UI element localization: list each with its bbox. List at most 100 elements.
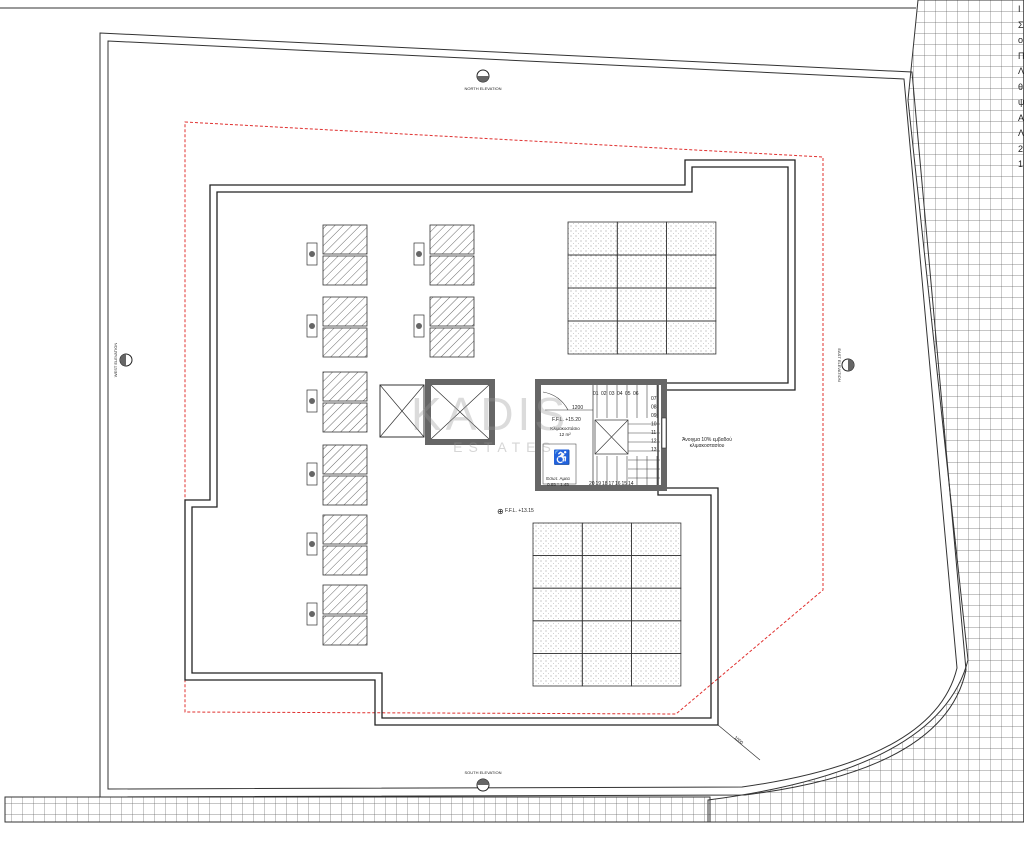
stair-step-number: 20 [589,481,595,487]
svg-text:NORTH ELEVATION: NORTH ELEVATION [464,86,501,91]
svg-text:SOUTH ELEVATION: SOUTH ELEVATION [465,770,502,775]
elevator-shaft [379,379,495,445]
pv-module [567,221,618,256]
pv-module [616,254,667,289]
pv-module [616,287,667,322]
edge-letter: θ [1018,81,1024,92]
pv-arrays [532,221,717,687]
solar-panel [322,224,368,255]
pv-module [532,522,583,556]
stair-step-number: 19 [596,481,602,487]
edge-letter: Π [1018,50,1024,61]
pv-module [631,653,682,687]
pv-module [581,620,632,654]
stair-step-number: 11 [651,430,656,436]
pv-module [666,320,717,355]
solar-panel [322,584,368,615]
stair-step-number: 01 [593,391,599,397]
svg-text:WEST ELEVATION: WEST ELEVATION [113,343,118,378]
solar-panel [322,327,368,358]
solar-panel [322,475,368,506]
north-elevation-marker: NORTH ELEVATION [464,69,502,91]
svg-text:EAST ELEVATION: EAST ELEVATION [837,348,842,381]
setback-line [184,121,824,715]
stair-step-number: 09 [651,413,657,419]
stair-core: ♿ [535,379,667,491]
pv-module [616,221,667,256]
watermark-subtitle: ESTATES [453,439,557,455]
edge-letter: Α [1018,112,1024,123]
pv-module [616,320,667,355]
stair-step-number: 10 [651,422,657,428]
pv-module [532,555,583,589]
ffl-roof-label: F.F.L. +13.15 [505,508,534,514]
roof-outline [184,159,796,726]
solar-panel [322,545,368,576]
pv-module [666,254,717,289]
stair-area-label: 12 m² [559,432,571,437]
stair-step-number: 14 [628,481,634,487]
pv-module [631,522,682,556]
accessible-lift-size: 0.85 * 1.45 [547,482,569,487]
pv-module [532,587,583,622]
pv-module [666,221,717,256]
opening-label-2: κλιμακοστασίου [690,443,725,449]
west-elevation-marker: WEST ELEVATION [113,343,133,378]
stair-step-number: 15 [622,481,628,487]
stair-step-number: 02 [601,391,607,397]
solar-panel [322,514,368,545]
road-grid [4,796,711,823]
pv-module [581,587,632,622]
pv-module [532,653,583,687]
pv-module [631,555,682,589]
edge-letter: 2 [1018,143,1024,154]
edge-letter: Σ [1018,19,1024,30]
sidewalk-grid [707,0,1024,823]
edge-letter: I [1018,4,1021,14]
solar-panel [322,296,368,327]
pv-module [631,620,682,654]
parapet-inner [191,166,789,719]
edge-letter: 1 [1018,159,1024,169]
pv-module [581,653,632,687]
stair-step-number: 08 [651,405,657,411]
solar-panel [429,327,475,358]
stair-step-number: 13 [651,447,657,453]
edge-letter: ο [1018,35,1024,45]
site-outline-inner [107,40,958,790]
solar-panel [322,255,368,286]
south-elevation-marker: SOUTH ELEVATION [465,770,502,792]
solar-panel [322,444,368,475]
stair-step-number: 07 [651,396,657,402]
accessibility-icon: ♿ [553,449,570,466]
stair-step-number: 12 [651,439,657,445]
edge-letter: ψ [1018,97,1024,107]
solar-panel [429,255,475,286]
stair-step-number: 06 [633,391,639,397]
ffl-stair-label: F.F.L. +15.20 [552,417,581,423]
pv-module [581,522,632,556]
stair-step-number: 05 [625,391,631,397]
accessible-lift-label: Εσωτ. Αμεα [546,476,570,481]
stair-step-number: 16 [615,481,621,487]
pv-module [567,320,618,355]
pv-module [581,555,632,589]
solar-panel [429,224,475,255]
edge-letter: Λ [1018,128,1024,138]
dimension-line [717,724,761,761]
stair-step-number: 18 [602,481,608,487]
opening-label: Άνοιγμα 10% εμβαδού [682,436,732,443]
solar-panel [322,402,368,433]
pv-module [666,287,717,322]
stair-step-number: 03 [609,391,615,397]
solar-panels [306,224,475,646]
site-outline [99,32,967,798]
level-marker-icon: ⊕ [497,507,504,516]
pv-module [532,620,583,654]
pv-module [567,287,618,322]
edge-dimension: 1000 [733,735,744,746]
stair-room-label: Κλιμακοστάσιο [550,425,580,431]
solar-panel [322,371,368,402]
